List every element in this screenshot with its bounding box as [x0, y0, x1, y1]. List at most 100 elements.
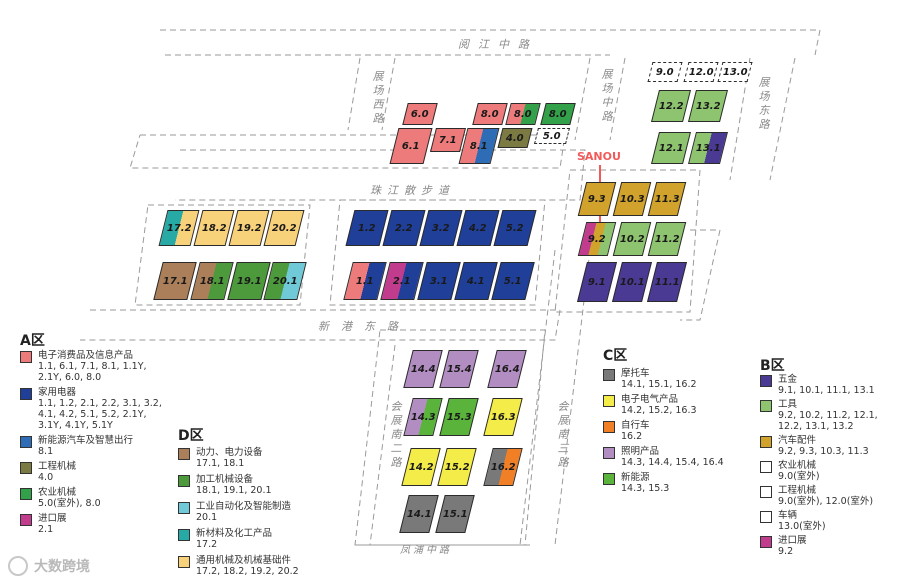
- hall-label: 4.2: [469, 222, 487, 234]
- legend-category: 进口展: [778, 535, 807, 546]
- legend-category: 汽车配件: [778, 435, 817, 446]
- legend-swatch: [760, 436, 772, 448]
- legend-category: 电子消费品及信息产品: [38, 350, 134, 361]
- hall-label: 12.1: [658, 142, 684, 154]
- hall-label: 8.0: [549, 108, 567, 120]
- hall-label: 8.0: [481, 108, 499, 120]
- legend-swatch: [178, 475, 190, 487]
- hall-label: 16.2: [490, 461, 516, 473]
- road-label-west: 展场西路: [372, 70, 384, 125]
- hall-label: 1.1: [356, 275, 374, 287]
- legend-swatch: [760, 461, 772, 473]
- legend-halls: 5.0(室外), 8.0: [38, 498, 101, 509]
- hall-label: 2.2: [395, 222, 413, 234]
- hall-label: 13.0: [722, 66, 748, 78]
- road-east-outline-2: [769, 57, 796, 181]
- hall-label: 1.2: [358, 222, 376, 234]
- road-west-outline-2: [381, 57, 396, 131]
- legend-halls: 18.1, 19.1, 20.1: [196, 485, 272, 496]
- legend-swatch: [20, 436, 32, 448]
- hall-label: 19.2: [236, 222, 262, 234]
- legend-swatch: [760, 536, 772, 548]
- middle-block-outline: [329, 199, 546, 306]
- hall-label: 15.1: [442, 508, 468, 520]
- hall-label: 15.4: [446, 363, 472, 375]
- hall-8-0: 8.0: [505, 103, 541, 125]
- legend-swatch: [760, 375, 772, 387]
- legend-halls: 8.1: [38, 446, 54, 457]
- hall-label: 10.2: [619, 233, 645, 245]
- legend-category: 电子电气产品: [621, 394, 679, 405]
- zone-c-title: C区: [603, 348, 628, 364]
- legend-halls: 1.1, 6.1, 7.1, 8.1, 1.1Y,: [38, 361, 147, 372]
- hall-label: 11.1: [654, 276, 680, 288]
- hall-label: 15.2: [444, 461, 470, 473]
- hall-label: 12.0: [688, 66, 714, 78]
- legend-category: 农业机械: [38, 487, 77, 498]
- road-label-east: 展场东路: [758, 76, 770, 131]
- legend-swatch: [760, 511, 772, 523]
- hall-label: 3.1: [430, 275, 448, 287]
- hall-label: 20.1: [272, 275, 298, 287]
- hall-label: 18.2: [201, 222, 227, 234]
- legend-category: 通用机械及机械基础件: [196, 555, 292, 566]
- legend-halls: 9.2, 10.2, 11.2, 12.1,: [778, 410, 878, 421]
- road-label-middle: 展场中路: [601, 68, 613, 123]
- legend-swatch: [603, 473, 615, 485]
- hall-label: 6.1: [402, 140, 420, 152]
- watermark: 大数跨境: [8, 556, 90, 576]
- hall-label: 19.1: [236, 275, 262, 287]
- legend-halls: 14.1, 15.1, 16.2: [621, 379, 697, 390]
- legend-swatch: [760, 486, 772, 498]
- legend-halls: 9.2: [778, 546, 794, 557]
- legend-halls: 9.0(室外), 12.0(室外): [778, 496, 874, 507]
- east-block-outline: [554, 169, 701, 313]
- legend-halls: 14.3, 14.4, 15.4, 16.4: [621, 457, 724, 468]
- hall-label: 14.1: [406, 508, 432, 520]
- hall-label: 5.1: [504, 275, 522, 287]
- road-label-xingang: 新港东路: [318, 320, 410, 333]
- legend-halls: 9.2, 9.3, 10.3, 11.3: [778, 446, 869, 457]
- hall-label: 10.3: [619, 193, 645, 205]
- legend-category: 工程机械: [38, 461, 77, 472]
- legend-halls: 13.0(室外): [778, 521, 826, 532]
- hall-label: 14.3: [410, 411, 436, 423]
- road-top-outline: [160, 29, 821, 56]
- legend-halls: 9.0(室外): [778, 471, 820, 482]
- road-west-outline: [347, 57, 361, 131]
- legend-category: 家用电器: [38, 387, 77, 398]
- legend-halls: 2.1: [38, 524, 54, 535]
- legend-category: 摩托车: [621, 368, 650, 379]
- watermark-logo-icon: [8, 556, 28, 576]
- hall-label: 20.2: [271, 222, 297, 234]
- legend-halls: 16.2: [621, 431, 643, 442]
- hall-label: 15.3: [446, 411, 472, 423]
- road-label-top: 阅江中路: [458, 38, 538, 51]
- legend-category: 新能源汽车及智慧出行: [38, 435, 134, 446]
- hall-9-0: 9.0: [647, 62, 683, 82]
- road-label-promenade: 珠江散步道: [370, 184, 455, 197]
- legend-halls: 9.1, 10.1, 11.1, 13.1: [778, 385, 875, 396]
- hall-5-0: 5.0: [534, 128, 570, 144]
- hall-label: 16.4: [494, 363, 520, 375]
- legend-category: 农业机械: [778, 460, 817, 471]
- hall-label: 12.2: [658, 100, 684, 112]
- legend-category: 新材料及化工产品: [196, 528, 273, 539]
- hall-12-0: 12.0: [683, 62, 719, 82]
